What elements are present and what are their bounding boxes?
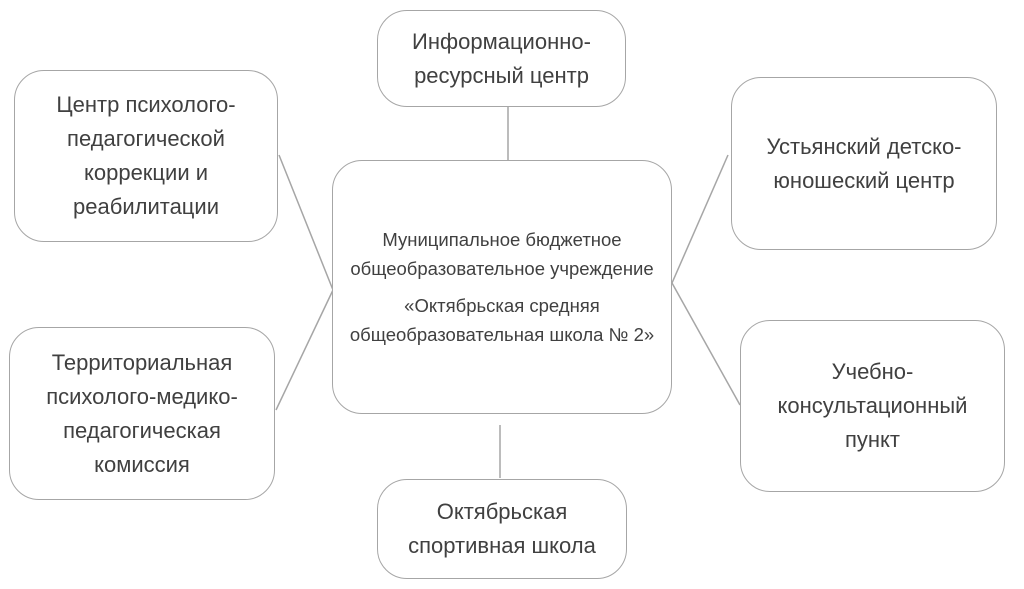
- node-consulting-point: Учебно-консультационный пункт: [740, 320, 1005, 492]
- node-psych-correction-center: Центр психолого-педагогической коррекции…: [14, 70, 278, 242]
- node-territorial-commission: Территориальная психолого-медико-педагог…: [9, 327, 275, 500]
- connector-bottom-left: [275, 289, 334, 411]
- connector-top-left: [278, 154, 334, 291]
- center-node-school: Муниципальное бюджетное общеобразователь…: [332, 160, 672, 414]
- center-node-type: Муниципальное бюджетное общеобразователь…: [350, 229, 654, 279]
- node-sports-school-label: Октябрьская спортивная школа: [408, 499, 596, 558]
- node-territorial-commission-label: Территориальная психолого-медико-педагог…: [46, 349, 238, 477]
- node-information-resource-center-label: Информационно-ресурсный центр: [412, 28, 591, 88]
- node-youth-center: Устьянский детско-юношеский центр: [731, 77, 997, 250]
- connector-top-right: [671, 154, 729, 284]
- node-sports-school: Октябрьская спортивная школа: [377, 479, 627, 579]
- node-psych-correction-center-label: Центр психолого-педагогической коррекции…: [56, 92, 236, 219]
- center-node-name: «Октябрьская средняя общеобразовательная…: [349, 295, 655, 345]
- connector-bottom-right: [671, 282, 741, 406]
- node-information-resource-center: Информационно-ресурсный центр: [377, 10, 626, 107]
- node-youth-center-label: Устьянский детско-юношеский центр: [766, 133, 962, 193]
- node-consulting-point-label: Учебно-консультационный пункт: [777, 359, 968, 452]
